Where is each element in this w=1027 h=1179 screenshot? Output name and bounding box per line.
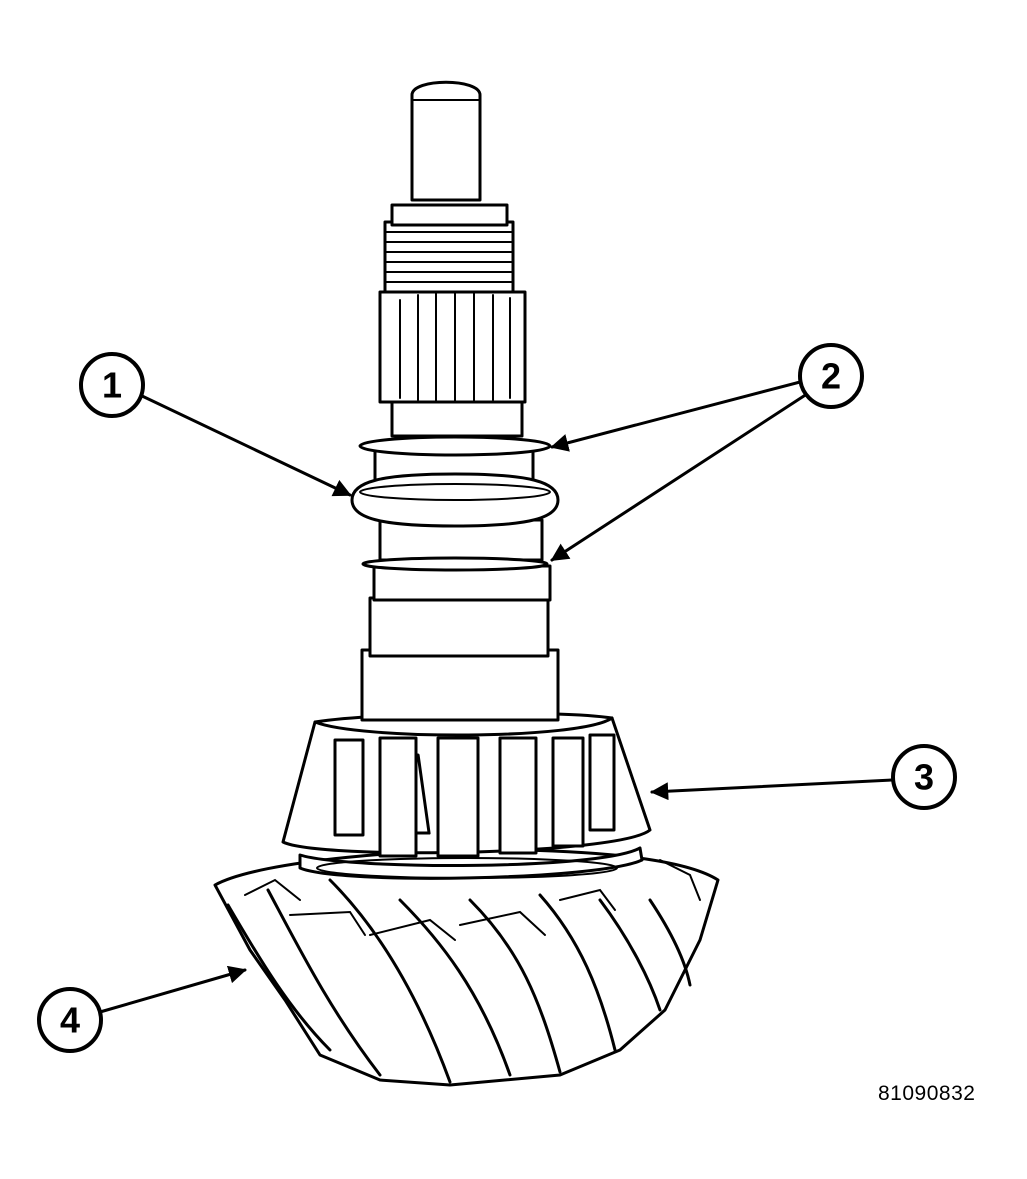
- snap-rings: [358, 435, 552, 572]
- leader-lines: [98, 380, 894, 1014]
- callout-4: 4: [37, 987, 103, 1053]
- leader-arrow-3: [650, 778, 894, 801]
- callout-4-label: 4: [60, 1000, 80, 1041]
- callout-1: 1: [79, 352, 145, 418]
- pinion-gear-head: [213, 848, 720, 1087]
- callout-3: 3: [891, 744, 957, 810]
- leader-arrow-4: [98, 965, 247, 1014]
- callout-3-label: 3: [914, 757, 934, 798]
- leader-arrow-2a: [550, 380, 802, 452]
- pinion-shaft: [360, 80, 560, 722]
- leader-arrow-1: [138, 393, 352, 497]
- callout-1-label: 1: [102, 365, 122, 406]
- callout-2-label: 2: [821, 356, 841, 397]
- figure-id: 81090832: [878, 1082, 976, 1105]
- callout-2: 2: [798, 343, 864, 409]
- tapered-roller-bearing: [281, 711, 652, 880]
- collapsible-spacer-ring: [350, 472, 560, 528]
- leader-arrow-2b: [550, 390, 812, 562]
